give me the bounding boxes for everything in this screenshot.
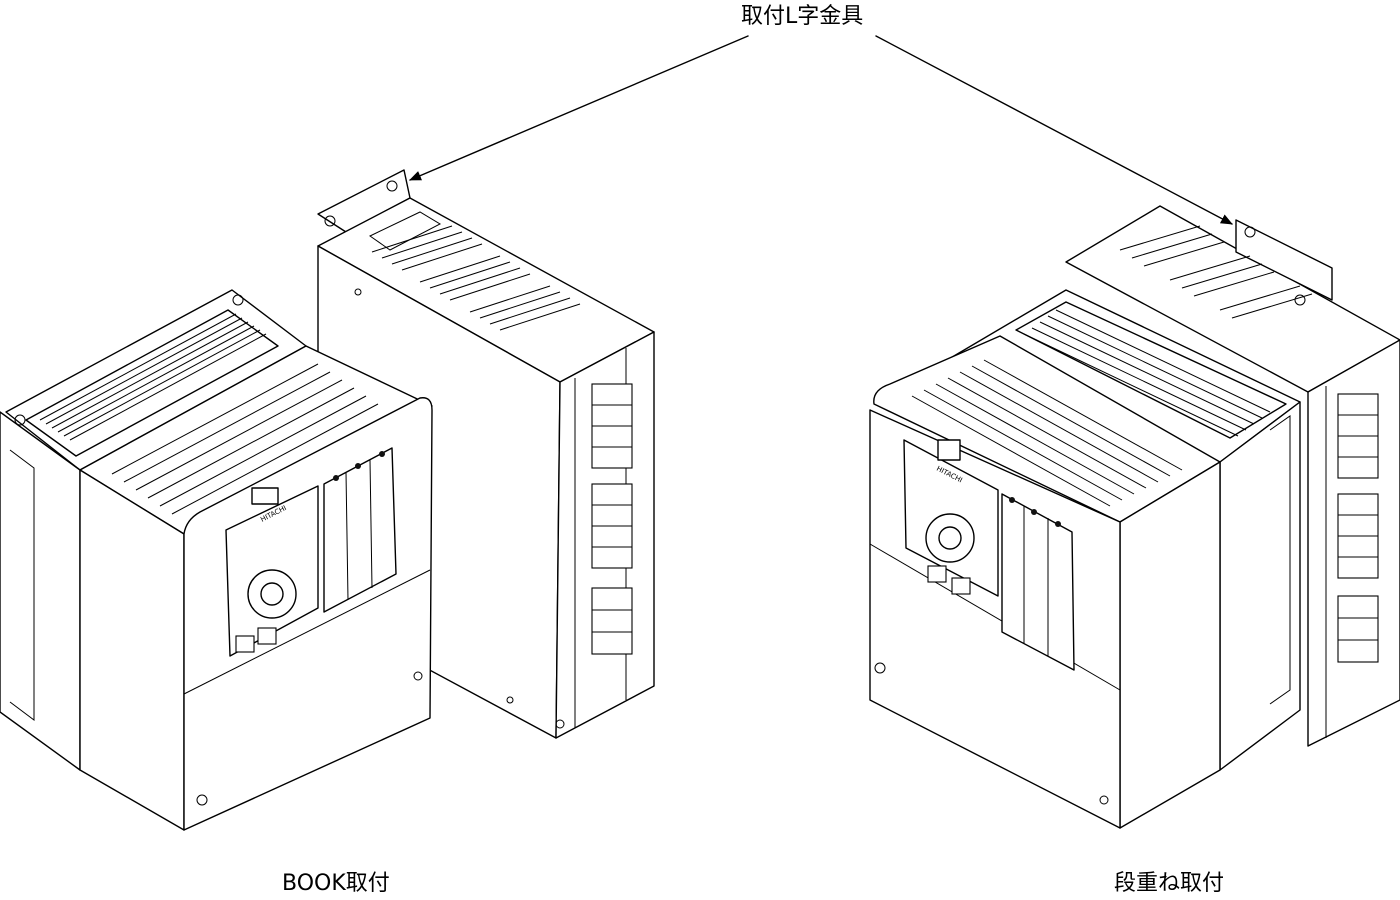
stack-slim-unit — [1065, 205, 1400, 747]
heatsink-fins — [39, 313, 267, 441]
stack-large-unit: HITACHI — [869, 289, 1301, 829]
large-unit: HITACHI — [0, 289, 433, 831]
slim-vents — [371, 225, 581, 331]
bracket-callout-label: 取付L字金具 — [741, 4, 864, 29]
stack-operator-panel: HITACHI — [903, 439, 999, 597]
stack-mount-assembly: HITACHI — [869, 205, 1400, 829]
stack-cover-vents — [911, 359, 1183, 507]
cover-vents — [111, 363, 379, 515]
terminal-blocks — [591, 383, 633, 655]
slim-unit — [317, 169, 655, 739]
stack-slim-vents — [1119, 225, 1313, 319]
book-mount-assembly: HITACHI — [0, 169, 655, 831]
leader-arrow-left — [409, 35, 749, 181]
book-mount-caption: BOOK取付 — [282, 871, 390, 896]
leader-arrow-right — [875, 35, 1233, 225]
stack-option-slots — [1001, 493, 1075, 671]
stack-heatsink-fins — [1023, 309, 1271, 437]
stack-mount-caption: 段重ね取付 — [1114, 871, 1225, 896]
option-slots — [323, 447, 397, 613]
